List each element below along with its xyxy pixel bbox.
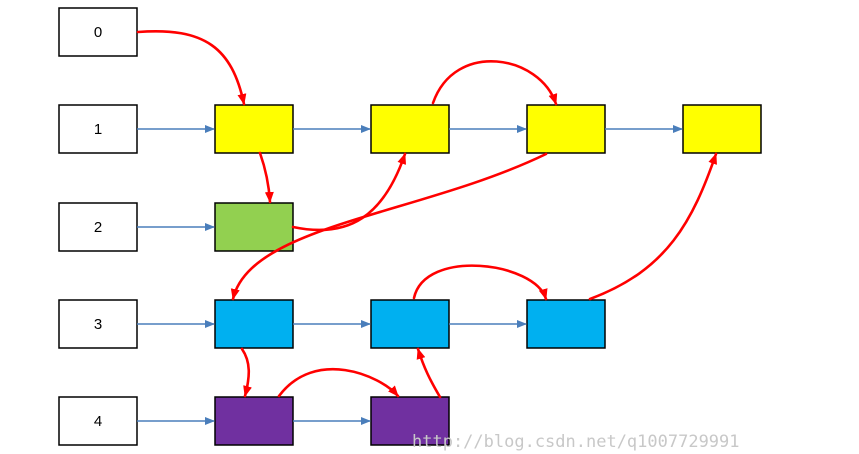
node-3-2 — [370, 299, 450, 349]
index-label-2: 2 — [94, 219, 102, 236]
node-1-2 — [370, 104, 450, 154]
red-arrow-node-1-3-to-node-3-1 — [230, 152, 548, 301]
red-arrow-node-1-1-to-node-2-1 — [258, 151, 274, 204]
index-label-3: 3 — [94, 316, 102, 333]
watermark-text: http://blog.csdn.net/q1007729991 — [412, 432, 740, 452]
node-4-2 — [370, 396, 450, 446]
red-arrow-index0-to-node-1-1 — [136, 30, 247, 106]
red-arrow-node-1-2-to-node-1-3 — [431, 59, 558, 106]
node-4-1 — [214, 396, 294, 446]
red-arrow-node-3-2-to-node-3-3 — [412, 264, 548, 301]
red-arrow-node-4-2-to-node-3-2 — [416, 347, 442, 399]
index-label-1: 1 — [94, 121, 102, 138]
index-box-1: 1 — [58, 104, 138, 154]
blue-link-arrows — [137, 125, 683, 425]
red-arrow-node-2-1-to-node-1-2 — [291, 152, 407, 232]
red-arrow-node-3-1-to-node-4-1 — [240, 347, 252, 398]
index-label-0: 0 — [94, 24, 102, 41]
red-traversal-arrows — [136, 30, 718, 399]
red-arrow-node-3-3-to-node-1-4 — [588, 152, 718, 301]
red-arrow-node-4-1-to-node-4-2 — [277, 367, 400, 398]
node-3-1 — [214, 299, 294, 349]
node-2-1 — [214, 202, 294, 252]
index-box-0: 0 — [58, 7, 138, 57]
index-box-3: 3 — [58, 299, 138, 349]
node-1-3 — [526, 104, 606, 154]
node-3-3 — [526, 299, 606, 349]
index-label-4: 4 — [94, 413, 102, 430]
node-1-1 — [214, 104, 294, 154]
index-box-2: 2 — [58, 202, 138, 252]
index-box-4: 4 — [58, 396, 138, 446]
node-1-4 — [682, 104, 762, 154]
